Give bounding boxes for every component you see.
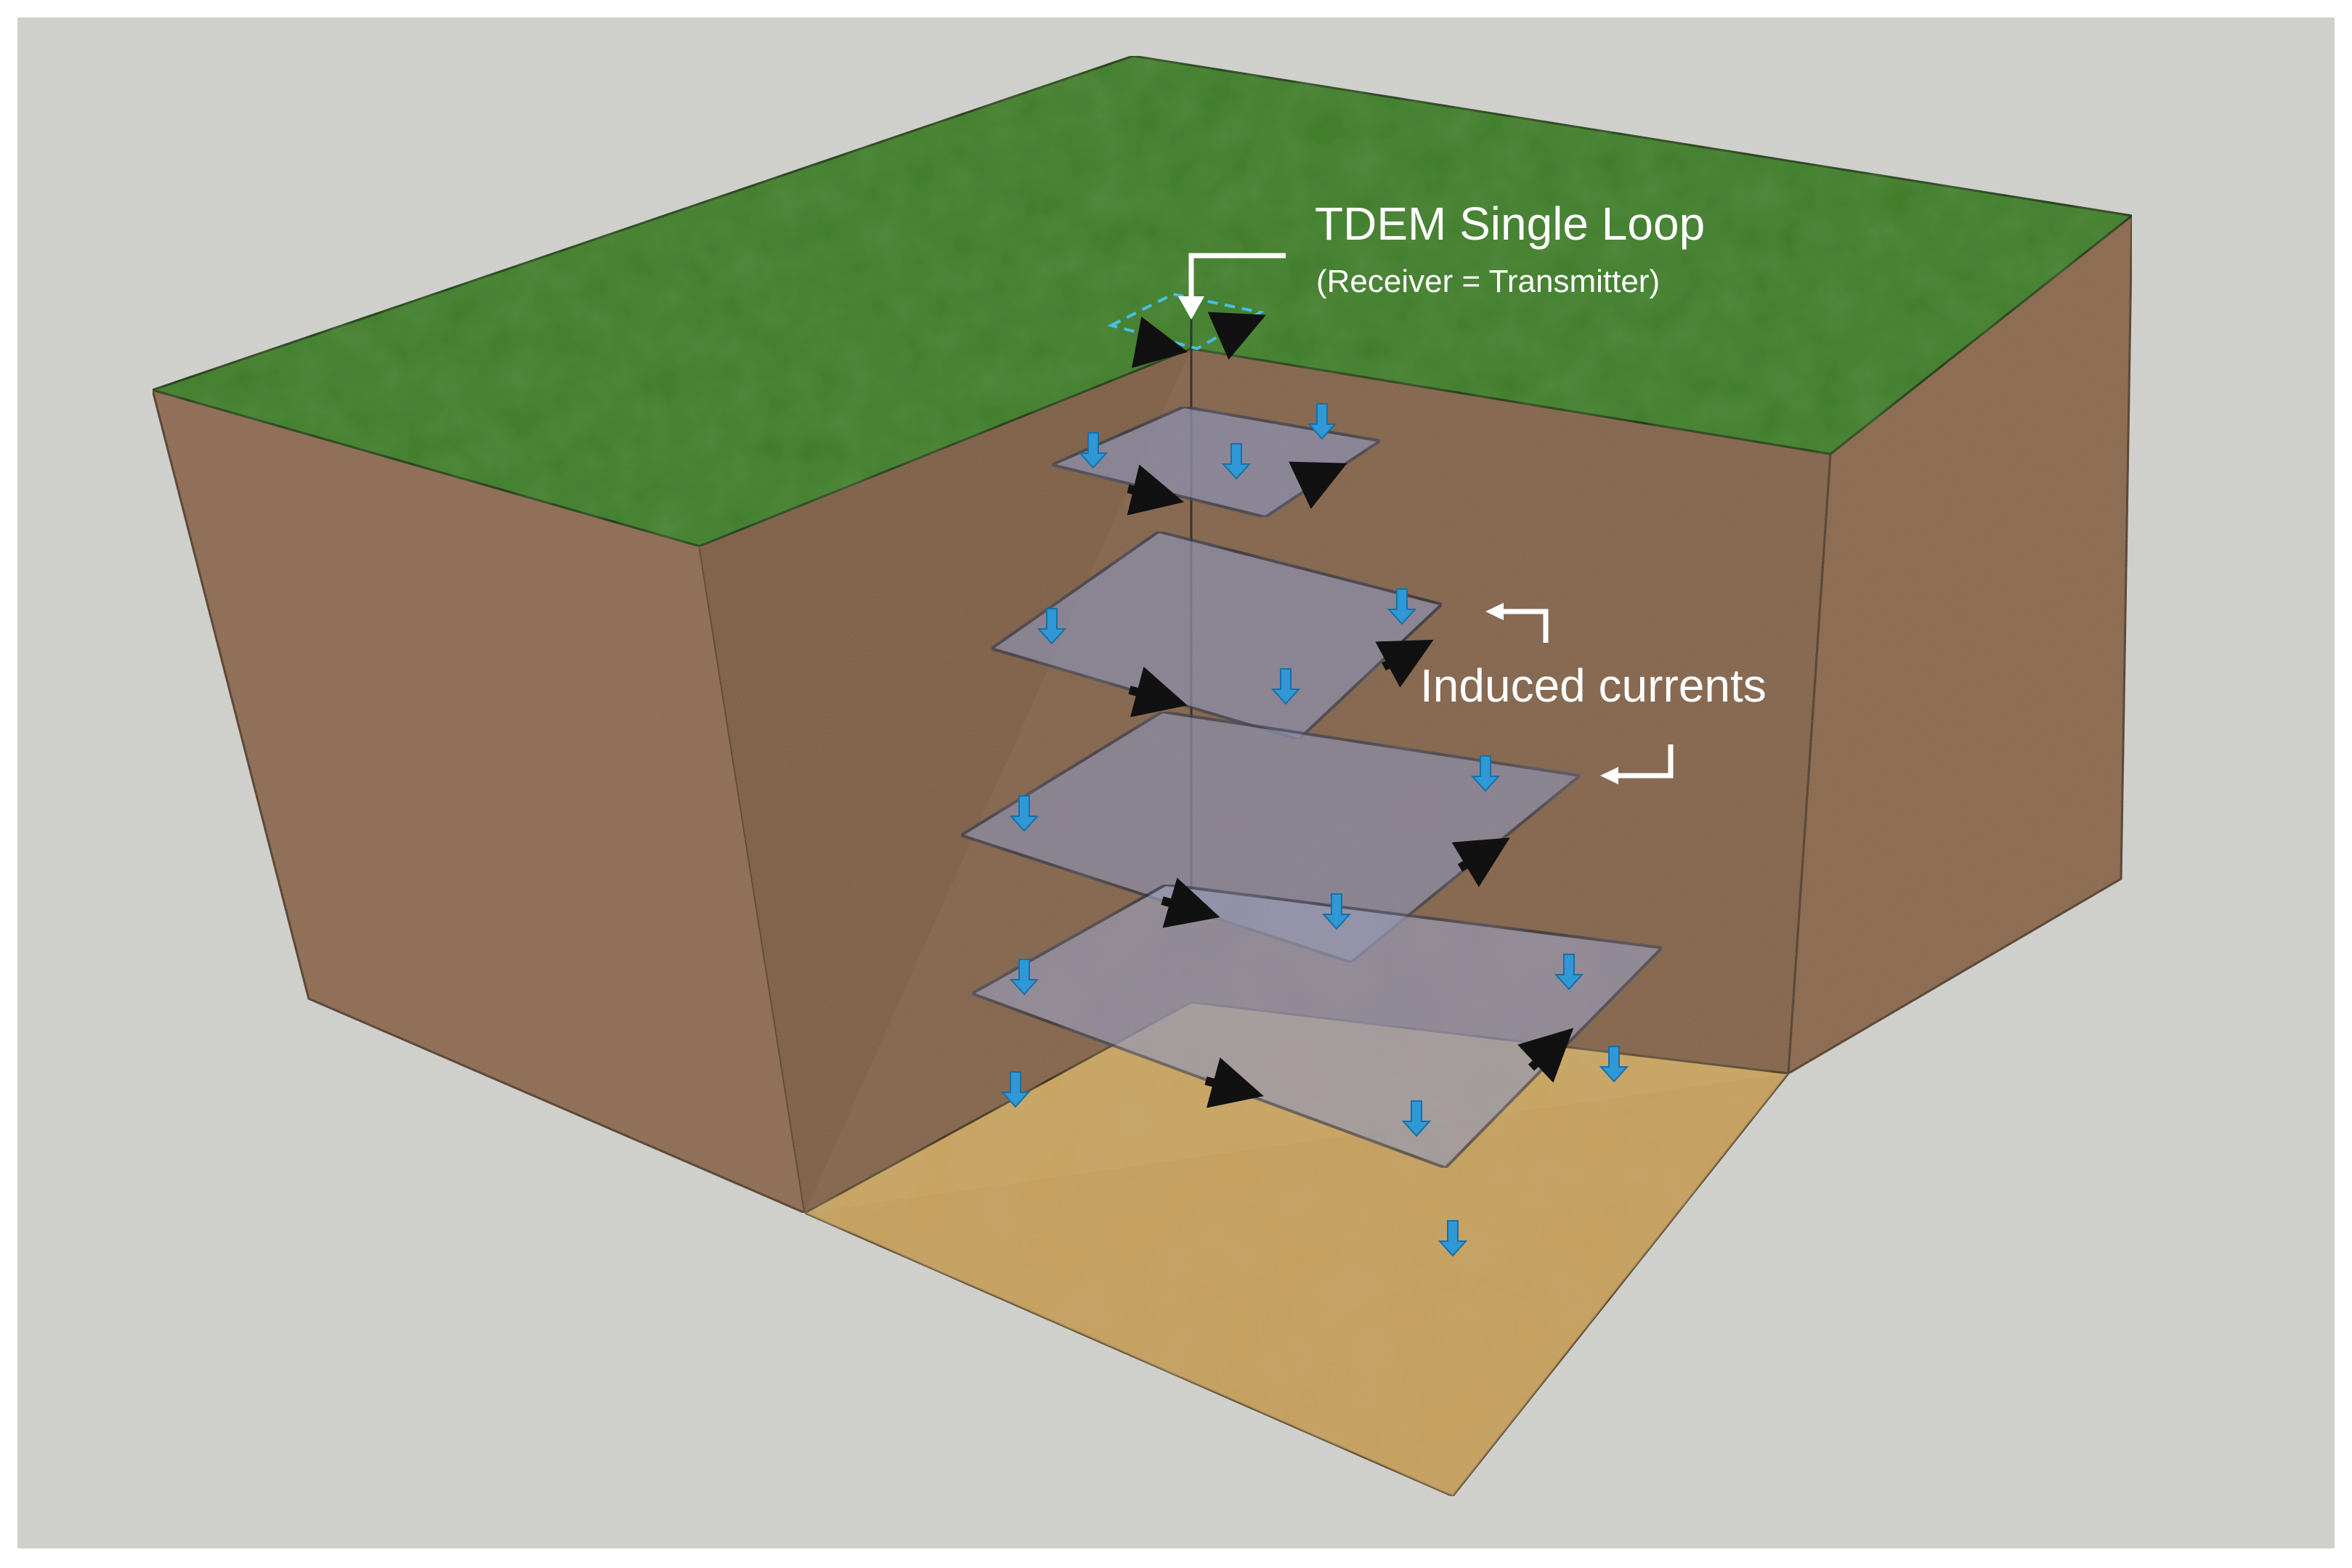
tdem-subtitle-label: (Receiver = Transmitter) [1316, 264, 1660, 299]
current-direction-arrow-icon [1207, 312, 1266, 360]
current-direction-arrow-icon [1375, 639, 1434, 688]
tdem-leader-arrowhead [1178, 296, 1204, 320]
label-leaders [1178, 253, 1674, 784]
tdem-leader-line [1188, 253, 1286, 301]
induced-leader-upper-head [1485, 603, 1504, 620]
bedrock-floor-front [805, 1073, 1788, 1496]
current-direction-arrow-icon [1131, 316, 1188, 368]
current-direction-arrow-icon [1517, 1028, 1574, 1083]
current-direction-arrow-icon [1451, 837, 1510, 887]
current-direction-arrow-icon [1127, 464, 1185, 516]
current-direction-arrow-icon [1289, 461, 1347, 509]
induced-leader-lower [1613, 744, 1674, 779]
tdem-title-label: TDEM Single Loop [1315, 198, 1705, 250]
current-plate-4 [968, 882, 1666, 1170]
induced-leader-upper [1498, 609, 1549, 643]
induced-currents-label: Induced currents [1420, 659, 1767, 712]
grass-surface [148, 54, 2135, 548]
current-plate-2 [988, 529, 1445, 742]
current-direction-arrow-icon [1161, 877, 1220, 928]
current-direction-arrows [1127, 312, 1574, 1108]
induced-leader-lower-head [1600, 767, 1618, 784]
current-direction-arrow-icon [1128, 666, 1188, 718]
current-direction-arrow-icon [1204, 1057, 1264, 1108]
soil-inner-left-wall [699, 349, 1191, 1213]
